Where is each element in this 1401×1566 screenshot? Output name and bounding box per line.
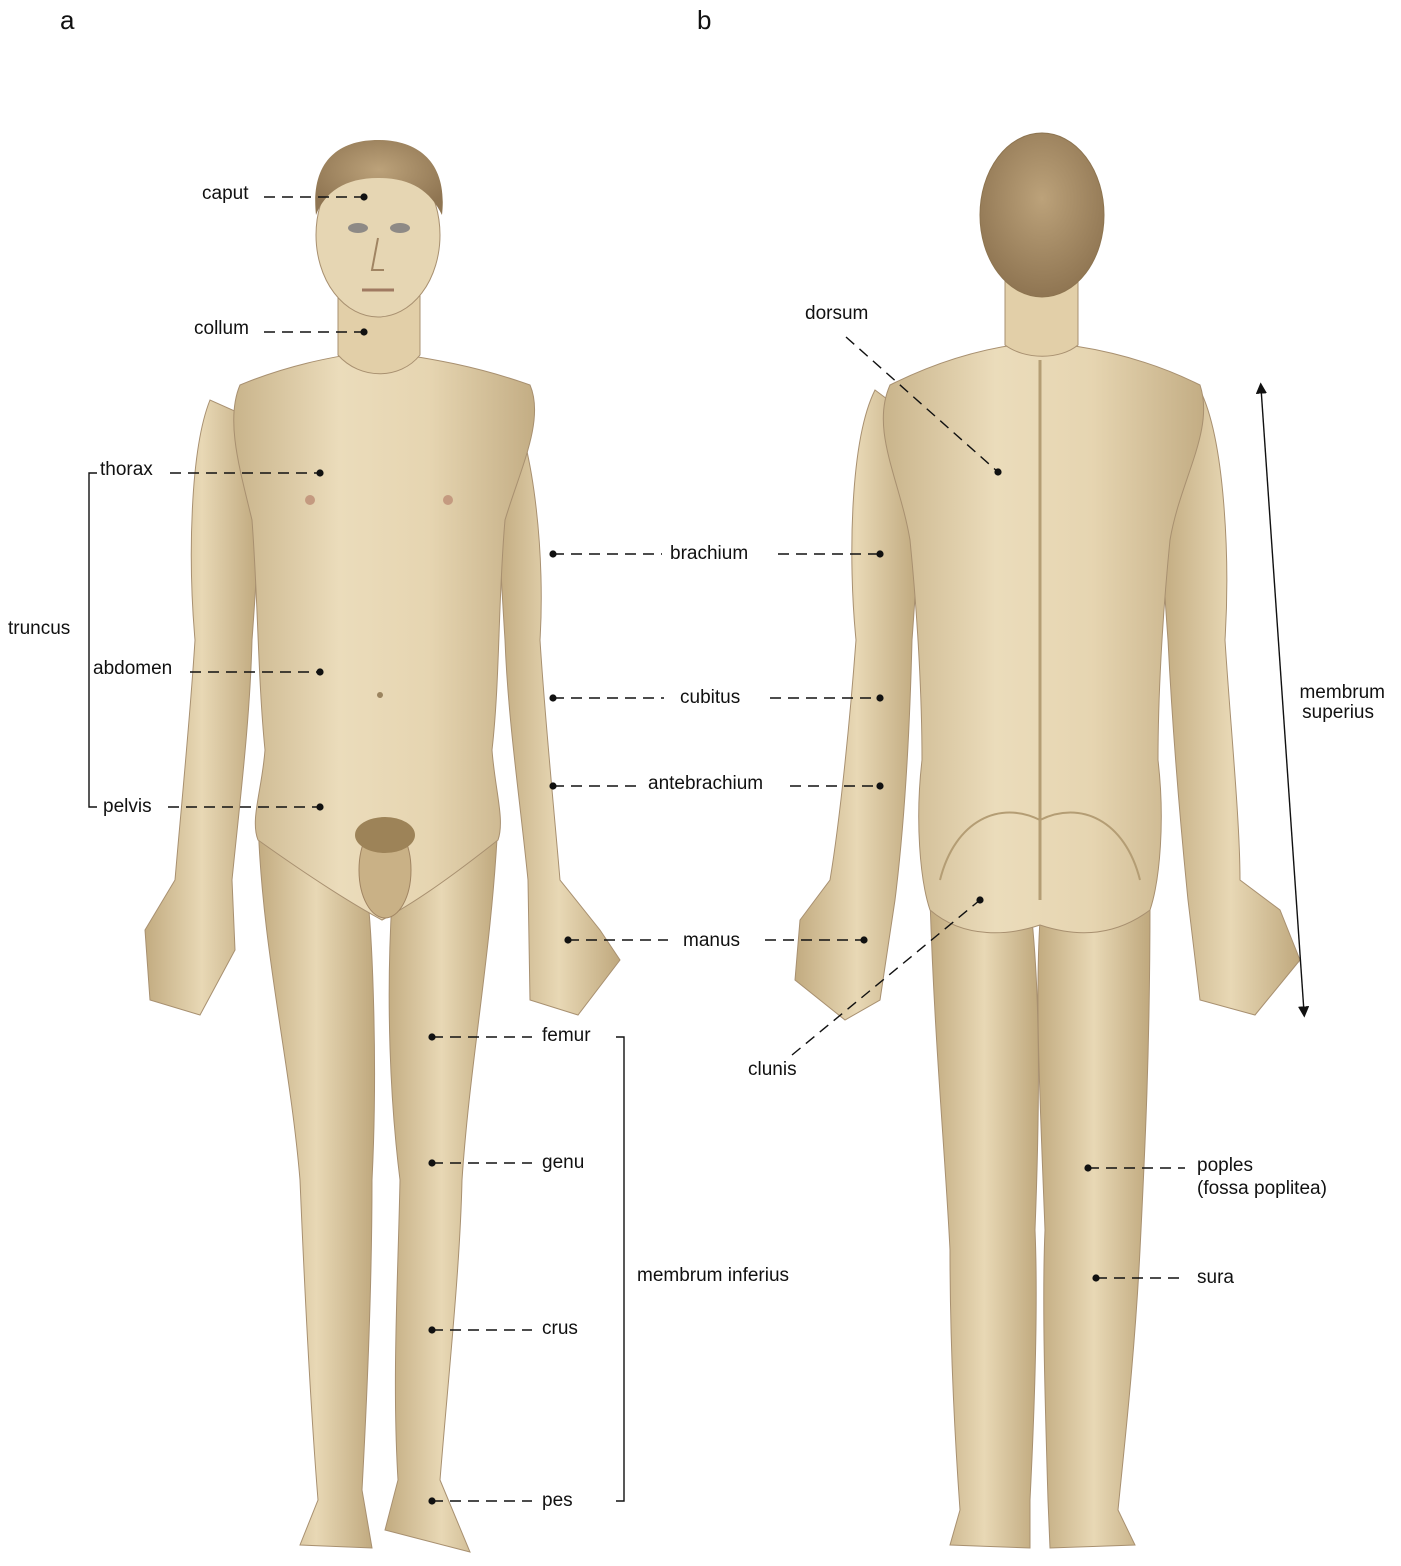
label-pes: pes [542,1490,573,1512]
label-membrum-inferius: membrum inferius [637,1265,789,1287]
label-genu: genu [542,1152,584,1174]
leader-clunis [792,900,980,1055]
label-femur: femur [542,1025,591,1047]
label-clunis: clunis [748,1059,797,1081]
label-collum: collum [194,318,249,340]
leader-dorsum [846,337,998,472]
leader-dots [316,193,1099,1504]
panel-label-b: b [697,6,711,34]
label-dorsum: dorsum [805,303,868,325]
label-sura: sura [1197,1267,1234,1289]
label-abdomen: abdomen [93,658,172,680]
membrum-inferius-bracket [616,1037,624,1501]
label-pelvis: pelvis [103,796,152,818]
label-cubitus: cubitus [680,687,740,709]
label-antebrachium: antebrachium [648,773,763,795]
label-caput: caput [202,183,248,205]
panel-label-a: a [60,6,74,34]
label-thorax: thorax [100,459,153,481]
label-manus: manus [683,930,740,952]
label-fossa-poplitea: (fossa poplitea) [1197,1178,1327,1200]
label-poples: poples [1197,1155,1253,1177]
label-crus: crus [542,1318,578,1340]
label-membrum-superius-line2: superius [1270,702,1374,724]
label-membrum-superius-line1: membrum [1270,682,1385,704]
label-brachium: brachium [670,543,748,565]
label-truncus: truncus [8,618,70,640]
truncus-bracket [89,473,97,807]
